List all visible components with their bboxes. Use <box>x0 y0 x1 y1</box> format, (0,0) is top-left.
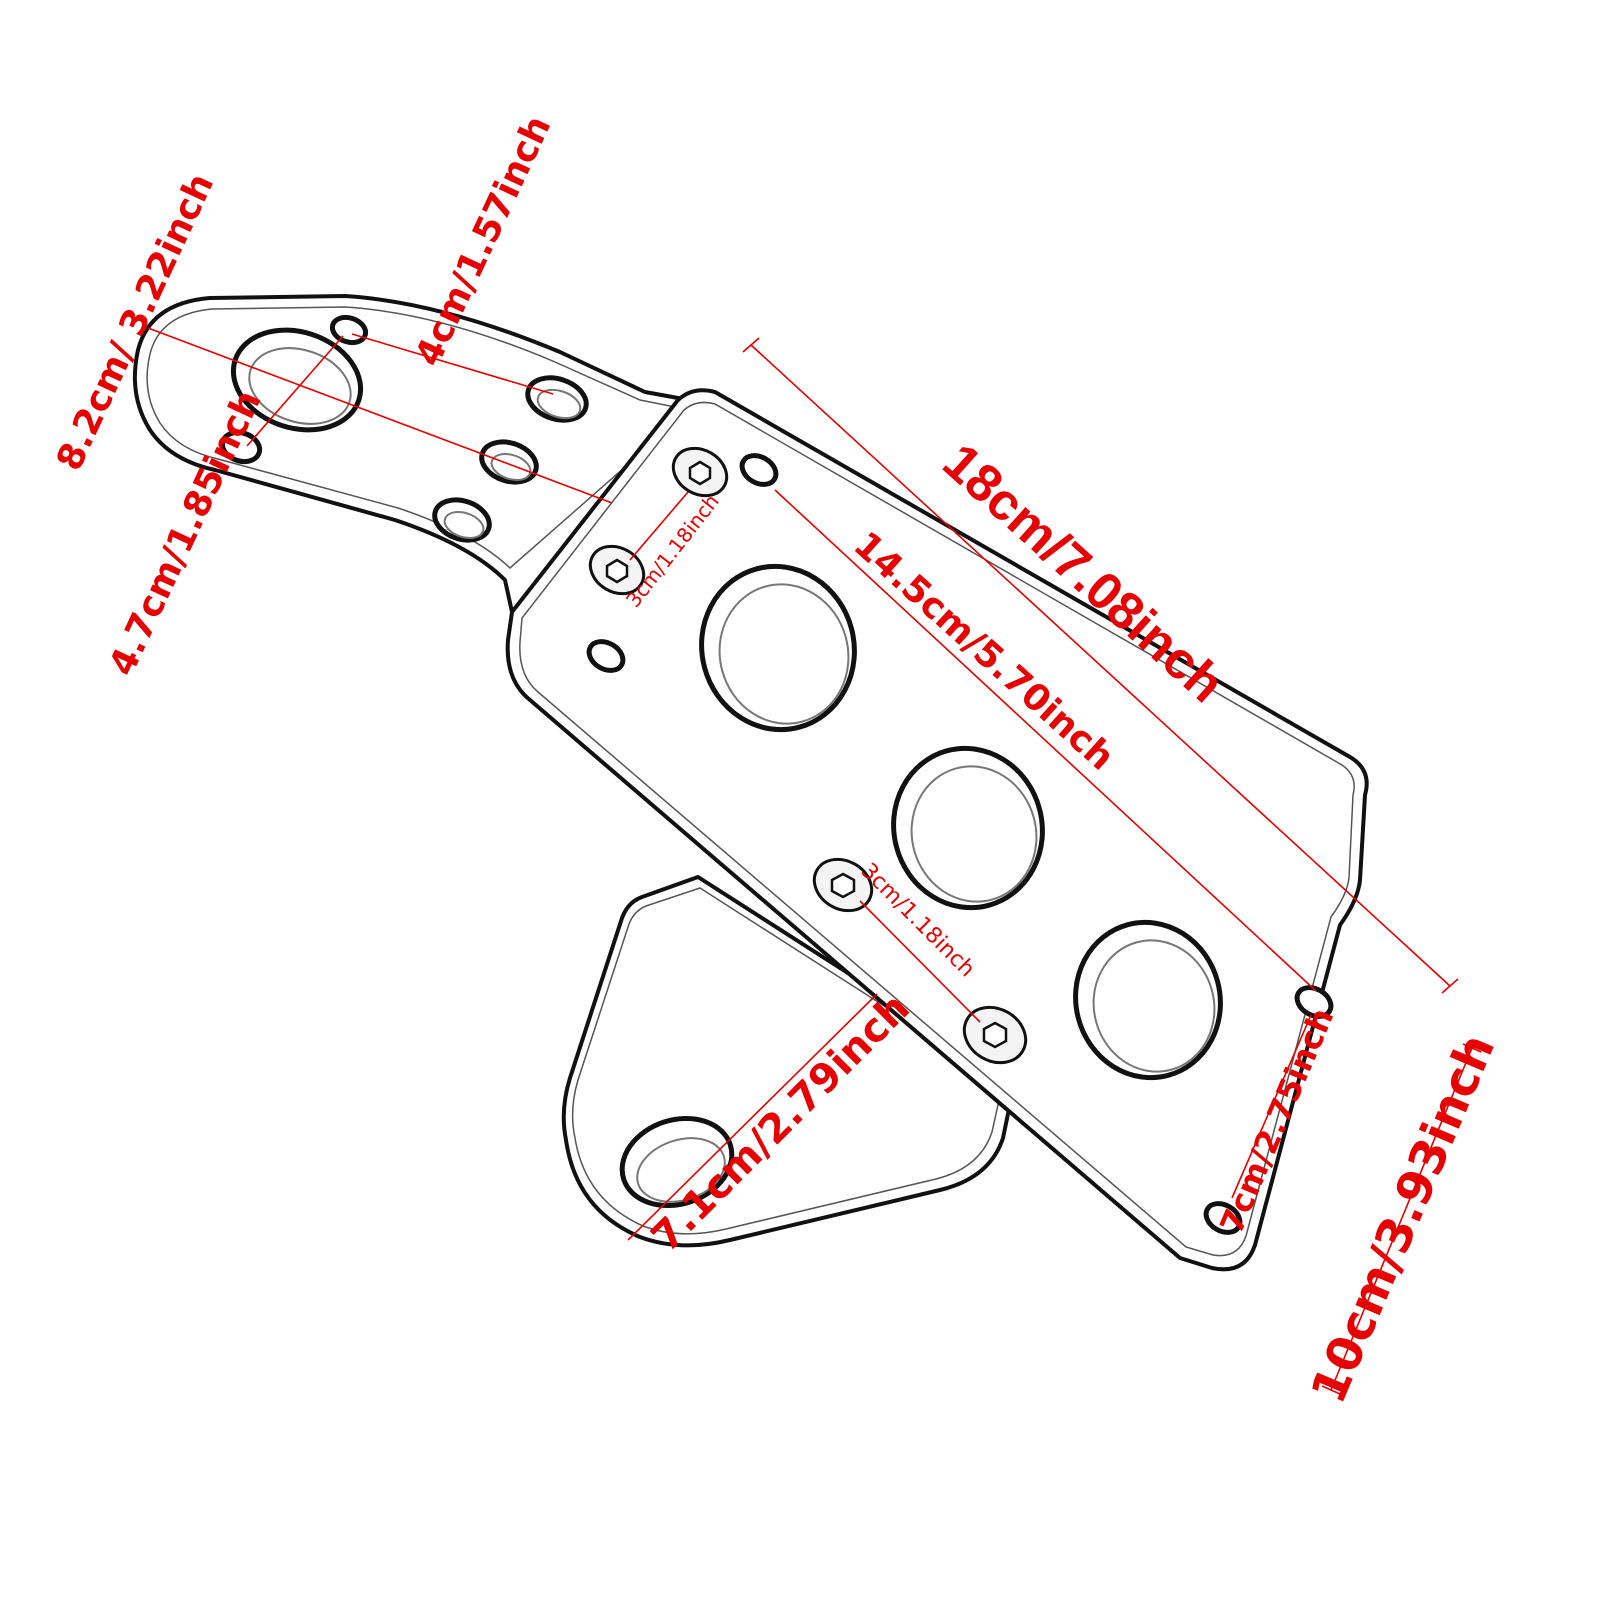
upper-arm <box>132 294 702 614</box>
dimension-lines <box>147 327 1482 1395</box>
large-cutout <box>1073 919 1223 1081</box>
large-cutout <box>699 563 857 733</box>
hole-spacing-long-line <box>774 489 1317 992</box>
overall-length-line <box>750 344 1451 987</box>
main-plate <box>505 388 1369 1272</box>
overall-width-label: 10cm/3.93inch <box>1300 1026 1506 1411</box>
upper-arm-hole <box>219 429 263 465</box>
lower-tab-length-line <box>627 993 878 1241</box>
upper-hole-spacing-line <box>351 333 554 395</box>
bolt-head <box>812 857 874 913</box>
end-hole-spacing-line <box>1231 1014 1312 1199</box>
lower-mounting-tab <box>561 875 1017 1248</box>
upper-arm-length-line <box>147 327 613 504</box>
plate-small-hole <box>1294 985 1334 1019</box>
plate-small-hole <box>739 453 779 487</box>
plate-small-hole <box>1203 1201 1243 1235</box>
bolt-spacing-middle-line <box>859 900 981 1023</box>
overall-width-line <box>1330 1047 1473 1391</box>
bolt-head <box>671 446 729 498</box>
upper-arm-width-line <box>246 335 344 447</box>
bolt-spacing-top-line <box>629 491 689 561</box>
plate-small-hole <box>586 639 626 673</box>
large-cutout <box>891 745 1045 911</box>
upper-arm-large-hole <box>230 327 364 433</box>
bolt-head <box>588 544 646 596</box>
